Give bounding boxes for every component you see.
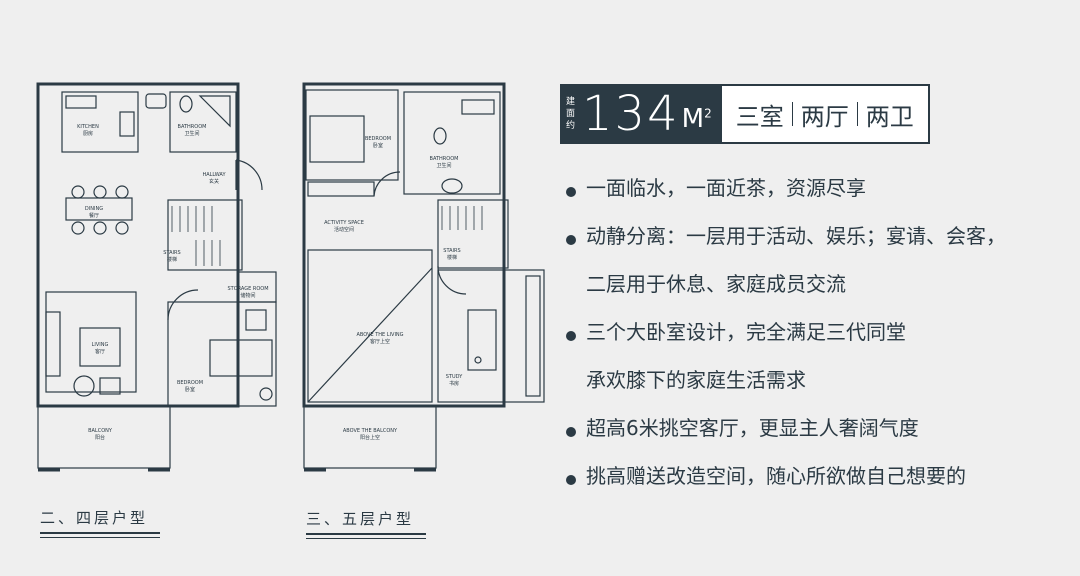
svg-text:阳台上空: 阳台上空 — [360, 434, 380, 441]
svg-text:BEDROOM: BEDROOM — [177, 380, 203, 386]
bullet-dot-icon — [566, 187, 576, 197]
svg-text:书房: 书房 — [449, 380, 459, 387]
feature-item: 一面临水，一面近茶，资源尽享 — [566, 168, 1066, 216]
feature-item: 三个大卧室设计，完全满足三代同堂 — [566, 312, 1066, 360]
area-badge: 建面约 134 M2 三室 两厅 两卫 — [560, 84, 930, 144]
bullet-dot-icon — [566, 427, 576, 437]
area-number: 134 — [582, 86, 680, 142]
svg-text:厨房: 厨房 — [83, 130, 93, 137]
svg-text:BALCONY: BALCONY — [88, 428, 113, 434]
svg-text:BATHROOM: BATHROOM — [178, 124, 207, 130]
divider — [791, 102, 793, 126]
room-type-halls: 两厅 — [800, 102, 849, 131]
svg-text:ACTIVITY SPACE: ACTIVITY SPACE — [324, 220, 364, 226]
room-type-bedrooms: 三室 — [735, 102, 784, 131]
svg-text:客厅: 客厅 — [95, 348, 105, 355]
plan-title-2-4: 二、四层户型 — [40, 507, 160, 538]
divider — [856, 102, 858, 126]
floor-plan-3-5: BEDROOM 卧室 BATHROOM 卫生间 ACTIVITY SPACE 活… — [302, 82, 545, 472]
svg-text:活动空间: 活动空间 — [334, 226, 354, 233]
svg-text:卫生间: 卫生间 — [436, 162, 451, 169]
plan-title-3-5: 三、五层户型 — [306, 508, 426, 539]
svg-text:卧室: 卧室 — [185, 386, 195, 393]
svg-text:STORAGE ROOM: STORAGE ROOM — [227, 286, 268, 292]
svg-text:HALLWAY: HALLWAY — [202, 172, 226, 178]
bullet-dot-icon — [566, 331, 576, 341]
svg-text:玄关: 玄关 — [209, 178, 219, 185]
room-types: 三室 两厅 两卫 — [721, 84, 930, 144]
bullet-dot-icon — [566, 475, 576, 485]
svg-text:BEDROOM: BEDROOM — [365, 136, 391, 142]
svg-text:BATHROOM: BATHROOM — [430, 156, 459, 162]
area-unit: M2 — [681, 104, 712, 134]
area-size: 建面约 134 M2 — [560, 84, 722, 144]
room-type-baths: 两卫 — [865, 102, 914, 131]
svg-text:STAIRS: STAIRS — [163, 250, 180, 256]
feature-item-continued: 二层用于休息、家庭成员交流 — [586, 272, 846, 296]
feature-item: 超高6米挑空客厅，更显主人奢阔气度 — [566, 408, 1066, 456]
svg-text:STUDY: STUDY — [446, 374, 463, 380]
svg-text:DINING: DINING — [85, 206, 103, 212]
svg-text:ABOVE THE LIVING: ABOVE THE LIVING — [356, 332, 403, 338]
svg-text:楼梯: 楼梯 — [167, 256, 177, 263]
svg-text:卫生间: 卫生间 — [184, 130, 199, 137]
feature-list: 一面临水，一面近茶，资源尽享 动静分离：一层用于活动、娱乐；宴请、会客， 二层用… — [566, 168, 1066, 504]
svg-text:储物间: 储物间 — [240, 292, 255, 299]
feature-item: 动静分离：一层用于活动、娱乐；宴请、会客， — [566, 216, 1066, 264]
feature-item-continued: 承欢膝下的家庭生活需求 — [586, 368, 806, 392]
svg-text:客厅上空: 客厅上空 — [370, 338, 390, 345]
svg-text:阳台: 阳台 — [95, 434, 105, 441]
svg-text:楼梯: 楼梯 — [447, 254, 457, 261]
floor-plan-2-4: KITCHEN 厨房 BATHROOM 卫生间 HALLWAY 玄关 DININ… — [36, 82, 277, 472]
bullet-dot-icon — [566, 235, 576, 245]
svg-text:餐厅: 餐厅 — [89, 212, 99, 219]
plan-b-labels: BEDROOM 卧室 BATHROOM 卫生间 ACTIVITY SPACE 活… — [324, 136, 463, 441]
plan-a-labels: KITCHEN 厨房 BATHROOM 卫生间 HALLWAY 玄关 DININ… — [77, 124, 268, 441]
feature-item: 挑高赠送改造空间，随心所欲做自己想要的 — [566, 456, 1066, 504]
svg-text:KITCHEN: KITCHEN — [77, 124, 99, 130]
area-label: 建面约 — [566, 97, 576, 131]
svg-text:STAIRS: STAIRS — [443, 248, 460, 254]
svg-text:ABOVE THE BALCONY: ABOVE THE BALCONY — [343, 428, 398, 434]
svg-text:卧室: 卧室 — [373, 142, 383, 149]
svg-text:LIVING: LIVING — [92, 342, 109, 348]
